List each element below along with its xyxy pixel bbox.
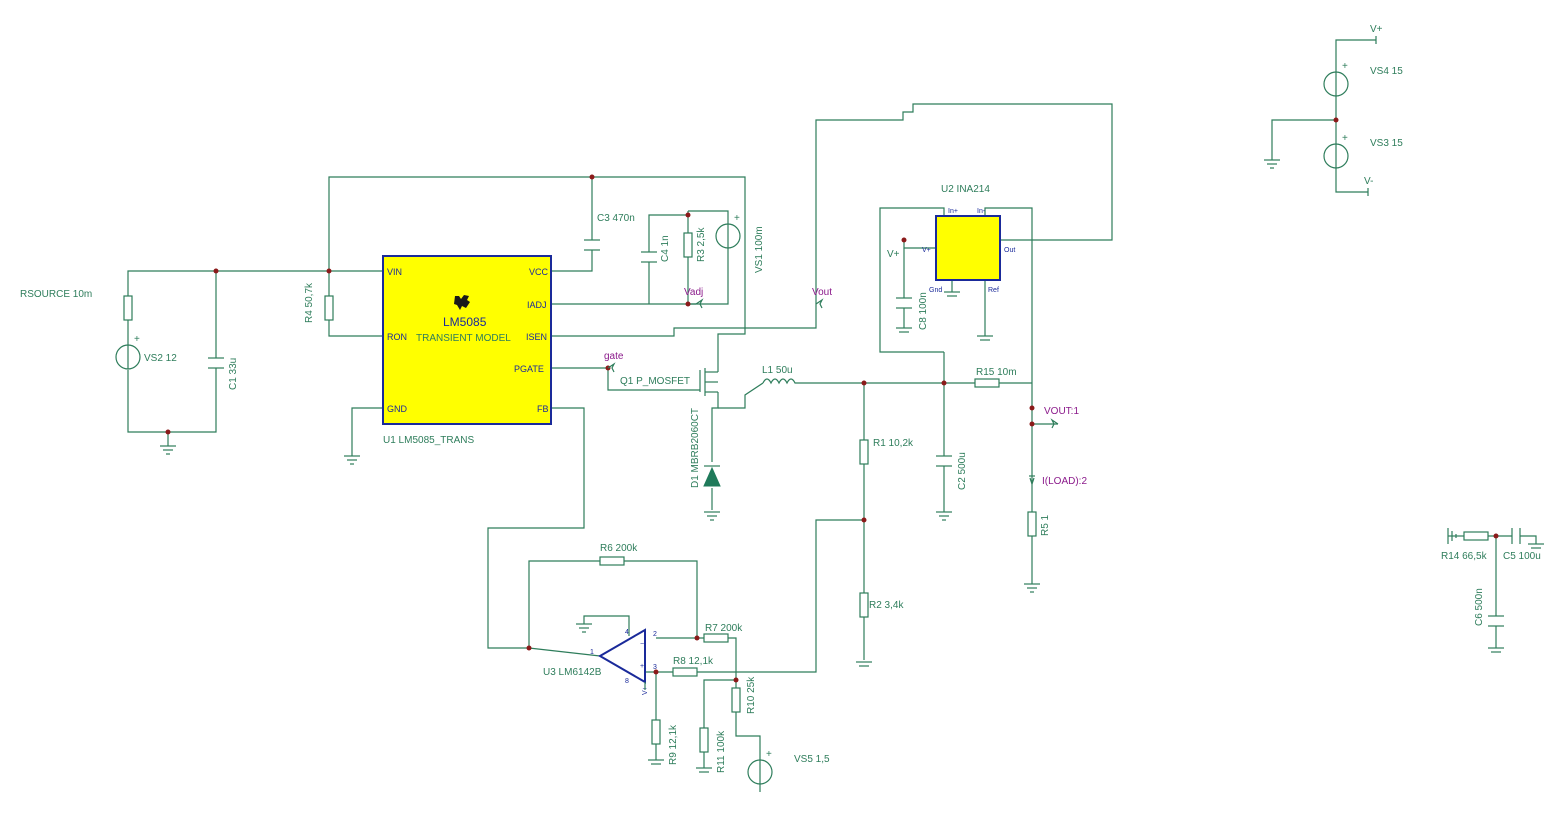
u3-pin-4: 4 — [625, 629, 629, 636]
net-iload: I(LOAD):2 — [1042, 476, 1087, 487]
svg-text:+: + — [734, 213, 740, 224]
net-vout: Vout — [812, 287, 832, 298]
ground-symbols — [160, 36, 1544, 773]
svg-text:+: + — [1342, 133, 1348, 144]
label-u1: U1 LM5085_TRANS — [383, 435, 474, 446]
u1-lm5085-body — [382, 255, 552, 425]
u2-pin-vplus: V+ — [922, 247, 931, 254]
label-vs5: VS5 1,5 — [794, 754, 830, 765]
capacitors — [208, 239, 1521, 627]
junction-dots — [165, 117, 1499, 683]
svg-text:+: + — [766, 749, 772, 760]
net-vplus-supply: V+ — [1370, 24, 1383, 35]
label-r6: R6 200k — [600, 543, 638, 554]
diode-d1 — [703, 465, 721, 487]
net-flags — [607, 298, 1059, 486]
resistors — [123, 232, 1489, 753]
svg-text:+: + — [134, 334, 140, 345]
label-r5: R5 1 — [1040, 514, 1051, 536]
u2-pin-ref: Ref — [988, 287, 999, 294]
u3-pin-vplus: V+ — [642, 686, 649, 695]
label-r11: R11 100k — [716, 730, 727, 773]
inductor-l1 — [762, 378, 797, 385]
u1-part-label: LM5085 — [443, 315, 487, 329]
label-r8: R8 12,1k — [673, 656, 714, 667]
u2-pin-gnd: Gnd — [929, 287, 942, 294]
u3-opamp-body — [598, 628, 646, 684]
u2-pin-out: Out — [1004, 247, 1015, 254]
u1-pin-gnd: GND — [387, 404, 408, 414]
net-vplus-u2: V+ — [887, 249, 900, 260]
label-c1: C1 33u — [228, 358, 239, 390]
label-c4: C4 1n — [660, 235, 671, 262]
label-vs4: VS4 15 — [1370, 66, 1403, 77]
u1-pin-vcc: VCC — [529, 267, 549, 277]
label-r15: R15 10m — [976, 367, 1017, 378]
label-r10: R10 25k — [746, 676, 757, 714]
label-r2: R2 3,4k — [869, 600, 904, 611]
u1-pin-pgate: PGATE — [514, 364, 544, 374]
label-rsource: RSOURCE 10m — [20, 289, 92, 300]
wires — [127, 39, 1537, 792]
voltage-sources: + + + + + — [115, 61, 1349, 785]
net-vadj: Vadj — [684, 287, 703, 298]
label-r3: R3 2,5k — [696, 227, 707, 262]
u1-pin-fb: FB — [537, 404, 549, 414]
u1-pin-vin: VIN — [387, 267, 402, 277]
ti-logo — [454, 295, 470, 310]
u3-pin-8: 8 — [625, 678, 629, 685]
net-vout-1: VOUT:1 — [1044, 406, 1079, 417]
label-vs1: VS1 100m — [754, 226, 765, 273]
net-vminus-supply: V- — [1364, 176, 1373, 187]
label-l1: L1 50u — [762, 365, 793, 376]
u1-pin-iadj: IADJ — [527, 300, 547, 310]
label-r1: R1 10,2k — [873, 438, 914, 449]
u1-pin-isen: ISEN — [526, 332, 547, 342]
u3-pin-1: 1 — [590, 649, 594, 656]
label-d1: D1 MBRB2060CT — [690, 408, 701, 488]
label-c5: C5 100u — [1503, 551, 1541, 562]
net-gate: gate — [604, 351, 624, 362]
label-c6: C6 500n — [1474, 588, 1485, 626]
u3-pin-3: 3 — [653, 664, 657, 671]
label-u3: U3 LM6142B — [543, 667, 602, 678]
u3-pin-2: 2 — [653, 631, 657, 638]
label-vs3: VS3 15 — [1370, 138, 1403, 149]
label-c8: C8 100n — [918, 292, 929, 330]
label-r14: R14 66,5k — [1441, 551, 1488, 562]
label-vs2: VS2 12 — [144, 353, 177, 364]
label-c2: C2 500u — [957, 452, 968, 490]
label-r9: R9 12,1k — [668, 724, 679, 765]
label-u2: U2 INA214 — [941, 184, 990, 195]
label-r7: R7 200k — [705, 623, 743, 634]
u2-ina214-body — [935, 215, 1001, 281]
mosfet-q1 — [699, 362, 719, 398]
label-c3: C3 470n — [597, 213, 635, 224]
svg-text:+: + — [640, 663, 644, 670]
label-r4: R4 50,7k — [304, 282, 315, 323]
svg-text:−: − — [640, 641, 644, 648]
u2-pin-in-plus: In+ — [948, 208, 958, 215]
u2-pin-in-minus: In- — [977, 208, 986, 215]
label-q1: Q1 P_MOSFET — [620, 376, 690, 387]
svg-text:+: + — [1342, 61, 1348, 72]
u1-pin-ron: RON — [387, 332, 407, 342]
u1-model-label: TRANSIENT MODEL — [416, 333, 511, 344]
